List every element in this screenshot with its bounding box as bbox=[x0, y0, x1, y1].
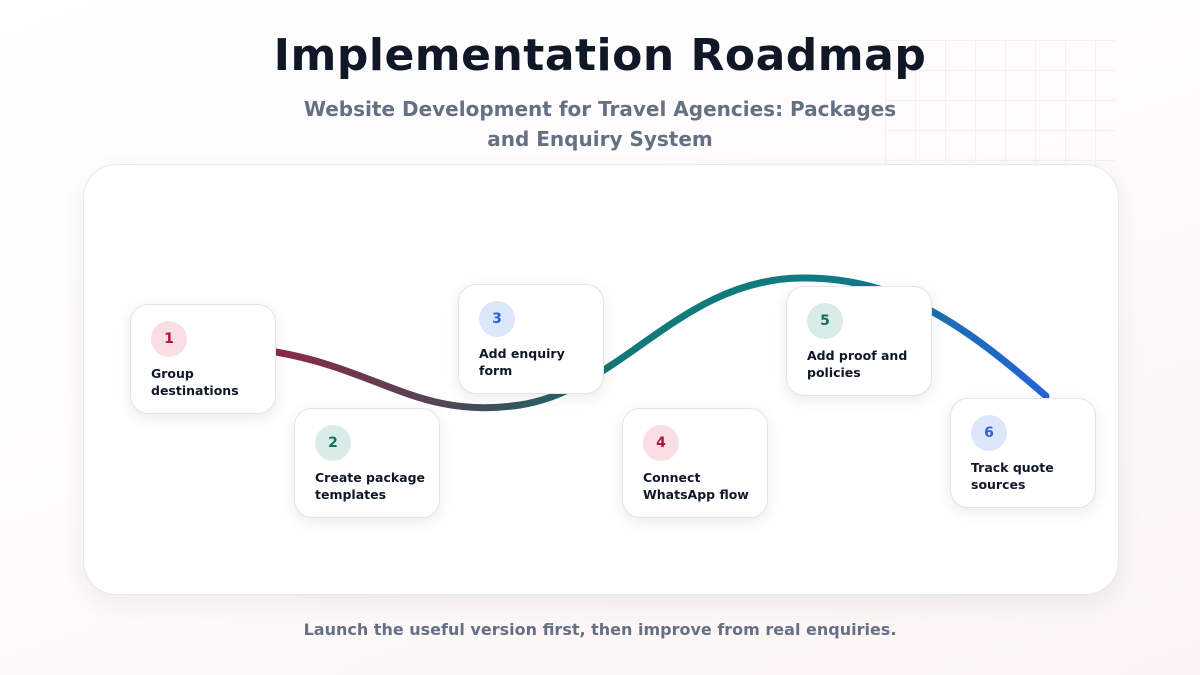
step-card-1: 1 Group destinations bbox=[130, 304, 276, 414]
step-label: Create package templates bbox=[315, 470, 426, 502]
step-number-badge: 1 bbox=[151, 321, 187, 357]
step-label: Track quote sources bbox=[971, 460, 1054, 492]
grid-decoration bbox=[885, 40, 1115, 170]
step-card-5: 5 Add proof and policies bbox=[786, 286, 932, 396]
step-label: Add proof and policies bbox=[807, 348, 908, 380]
step-number-badge: 5 bbox=[807, 303, 843, 339]
step-number-badge: 4 bbox=[643, 425, 679, 461]
step-card-6: 6 Track quote sources bbox=[950, 398, 1096, 508]
step-card-3: 3 Add enquiry form bbox=[458, 284, 604, 394]
step-number-badge: 2 bbox=[315, 425, 351, 461]
step-card-4: 4 Connect WhatsApp flow bbox=[622, 408, 768, 518]
step-number-badge: 3 bbox=[479, 301, 515, 337]
roadmap-curve bbox=[272, 274, 1050, 412]
step-label: Connect WhatsApp flow bbox=[643, 470, 749, 502]
footer-note: Launch the useful version first, then im… bbox=[303, 620, 897, 639]
step-number-badge: 6 bbox=[971, 415, 1007, 451]
page-subtitle: Website Development for Travel Agencies:… bbox=[303, 97, 897, 151]
page-title: Implementation Roadmap bbox=[273, 30, 927, 81]
step-card-2: 2 Create package templates bbox=[294, 408, 440, 518]
step-label: Group destinations bbox=[151, 366, 239, 398]
step-label: Add enquiry form bbox=[479, 346, 565, 378]
